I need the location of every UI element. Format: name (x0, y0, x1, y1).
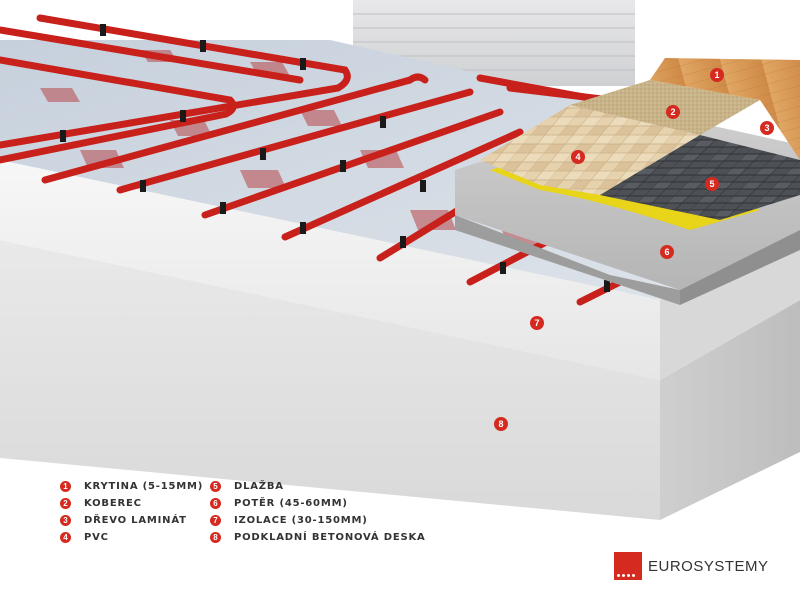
svg-text:7: 7 (534, 318, 539, 328)
legend-item-3: 3 DŘEVO LAMINÁT (60, 513, 187, 527)
legend-label: DŘEVO LAMINÁT (84, 514, 187, 526)
concrete-slab-front (0, 240, 660, 520)
screed-side (680, 230, 800, 305)
svg-text:6: 6 (664, 247, 669, 257)
carpet-layer (570, 80, 760, 135)
legend-label: IZOLACE (30-150MM) (234, 514, 368, 526)
brand-logo: EUROSYSTEMY (614, 549, 769, 583)
legend-label: POTĚR (45-60MM) (234, 497, 348, 509)
marker-8: 8 (494, 417, 508, 431)
insulation-side (660, 230, 800, 380)
svg-text:8: 8 (498, 419, 503, 429)
marker-4: 4 (571, 150, 585, 164)
marker-7: 7 (530, 316, 544, 330)
insulation-front (0, 160, 660, 380)
legend-item-5: 5 DLAŽBA (210, 479, 284, 493)
marker-1: 1 (710, 68, 724, 82)
brand-name: EUROSYSTEMY (648, 557, 769, 575)
legend-item-1: 1 KRYTINA (5-15MM) (60, 479, 203, 493)
svg-text:2: 2 (670, 107, 675, 117)
legend-badge: 3 (60, 514, 71, 526)
screed-front (455, 170, 680, 305)
legend-label: PVC (84, 531, 109, 543)
wood-laminate (650, 58, 800, 160)
heating-pipes (0, 14, 624, 306)
marker-6: 6 (660, 245, 674, 259)
svg-text:5: 5 (709, 179, 714, 189)
svg-text:4: 4 (575, 152, 580, 162)
legend-badge: 2 (60, 497, 71, 509)
dark-tiles (600, 135, 800, 220)
legend-label: KRYTINA (5-15MM) (84, 480, 204, 492)
legend-badge: 8 (210, 531, 221, 543)
legend-badge: 5 (210, 480, 221, 492)
concrete-slab-side (660, 300, 800, 520)
light-tiles (480, 105, 700, 195)
svg-text:3: 3 (764, 123, 769, 133)
legend-badge: 7 (210, 514, 221, 526)
marker-2: 2 (666, 105, 680, 119)
legend-item-2: 2 KOBEREC (60, 496, 142, 510)
legend-badge: 6 (210, 497, 221, 509)
legend-label: DLAŽBA (234, 480, 284, 492)
legend-badge: 4 (60, 531, 71, 543)
legend-item-8: 8 PODKLADNÍ BETONOVÁ DESKA (210, 530, 426, 544)
pipe-clips (60, 24, 610, 292)
marker-5: 5 (705, 177, 719, 191)
legend-label: PODKLADNÍ BETONOVÁ DESKA (234, 531, 426, 543)
legend-item-7: 7 IZOLACE (30-150MM) (210, 513, 368, 527)
legend-item-6: 6 POTĚR (45-60MM) (210, 496, 348, 510)
legend-item-4: 4 PVC (60, 530, 109, 544)
svg-text:1: 1 (714, 70, 719, 80)
legend-label: KOBEREC (84, 497, 142, 509)
legend: 1 KRYTINA (5-15MM) 2 KOBEREC 3 DŘEVO LAM… (60, 479, 425, 549)
logo-mark-icon (614, 552, 642, 580)
legend-badge: 1 (60, 480, 71, 492)
marker-3: 3 (760, 121, 774, 135)
